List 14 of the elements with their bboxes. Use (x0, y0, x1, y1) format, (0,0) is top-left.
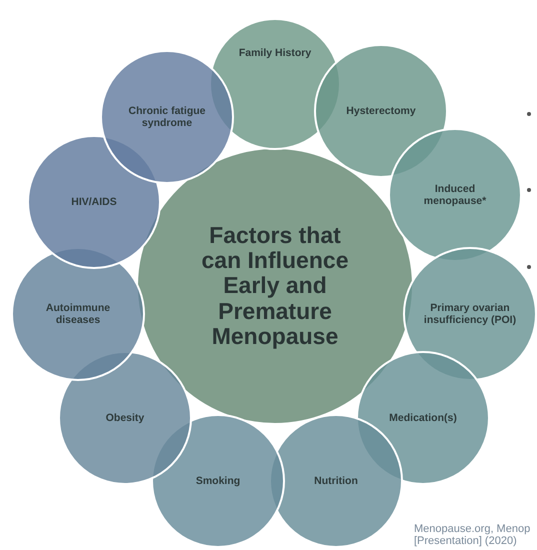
factor-label: Chronic fatigue syndrome (127, 104, 206, 130)
factor-label: Primary ovarian insufficiency (POI) (422, 302, 518, 326)
center-title: Factors that can Influence Early and Premature Menopause (200, 222, 350, 350)
factor-label: Induced menopause* (422, 182, 488, 208)
factor-label: HIV/AIDS (71, 196, 117, 208)
factor-label: Nutrition (314, 474, 358, 488)
factor-label: Obesity (106, 412, 144, 424)
factor-label: Medication(s) (389, 412, 457, 424)
citation-text: Menopause.org, Menop (414, 523, 530, 536)
factor-label: Hysterectomy (346, 104, 416, 118)
factor-label: Smoking (196, 474, 240, 488)
factor-label: Autoimmune diseases (44, 302, 112, 326)
citation-text: [Presentation] (2020) (414, 535, 517, 548)
factor-label: Family History (238, 46, 312, 60)
